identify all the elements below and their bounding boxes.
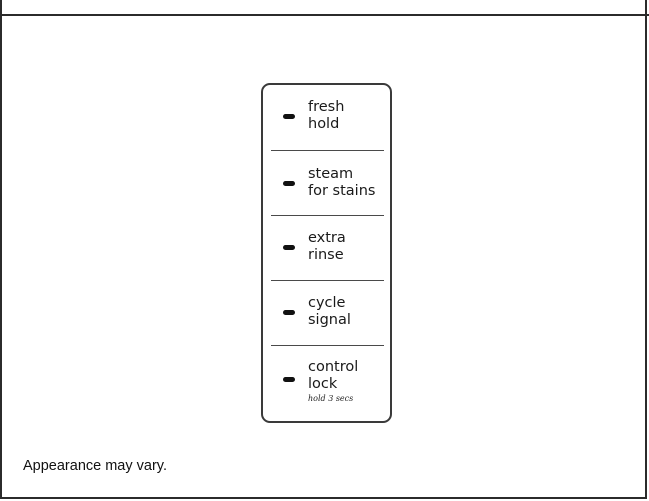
hold-instruction: hold 3 secs bbox=[308, 394, 354, 403]
indicator-led bbox=[283, 245, 295, 250]
indicator-led bbox=[283, 114, 295, 119]
option-divider bbox=[271, 280, 384, 281]
option-label-line1: cycle bbox=[308, 295, 346, 311]
option-label-line2: hold bbox=[308, 116, 340, 132]
option-label-line2: lock bbox=[308, 376, 338, 392]
option-label: extra rinse bbox=[308, 230, 346, 264]
option-label-line1: fresh bbox=[308, 99, 345, 115]
option-label-line2: for stains bbox=[308, 183, 376, 199]
option-label-line1: steam bbox=[308, 166, 354, 182]
option-label: fresh hold bbox=[308, 99, 344, 133]
option-steam-for-stains[interactable]: steam for stains bbox=[263, 151, 390, 215]
option-divider bbox=[271, 345, 384, 346]
indicator-led bbox=[283, 181, 295, 186]
option-cycle-signal[interactable]: cycle signal bbox=[263, 281, 390, 345]
option-label-line1: control bbox=[308, 359, 359, 375]
option-fresh-hold[interactable]: fresh hold bbox=[263, 85, 390, 149]
option-divider bbox=[271, 150, 384, 151]
indicator-led bbox=[283, 310, 295, 315]
option-divider bbox=[271, 215, 384, 216]
option-label-line2: signal bbox=[308, 312, 351, 328]
option-extra-rinse[interactable]: extra rinse bbox=[263, 216, 390, 280]
options-control-panel: fresh hold steam for stains extra rinse … bbox=[261, 83, 392, 423]
top-border bbox=[0, 14, 649, 16]
appearance-disclaimer: Appearance may vary. bbox=[23, 458, 167, 474]
option-control-lock[interactable]: control lock hold 3 secs bbox=[263, 346, 390, 421]
option-label-line2: rinse bbox=[308, 247, 344, 263]
option-label-line1: extra bbox=[308, 230, 346, 246]
option-label: steam for stains bbox=[308, 166, 375, 200]
option-label: cycle signal bbox=[308, 295, 351, 329]
option-label: control lock hold 3 secs bbox=[308, 359, 358, 405]
indicator-led bbox=[283, 377, 295, 382]
